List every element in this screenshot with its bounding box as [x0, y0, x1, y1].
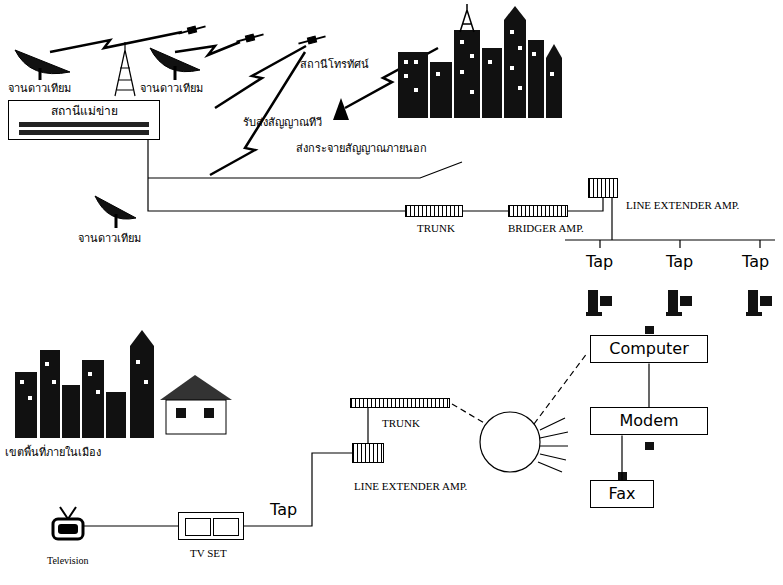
signal-label: รับส่งสัญญาณทีวี: [243, 116, 322, 129]
television-icon: Television: [52, 511, 84, 541]
broadcast-label: ส่งกระจายสัญญาณภายนอก: [296, 142, 427, 155]
node-label: สถานีแม่ข่าย: [19, 105, 149, 119]
dish-label: จานดาวเทียม: [8, 82, 71, 95]
cable-line: [648, 363, 649, 407]
satellite-dish: [95, 196, 136, 228]
subscriber-icon: [586, 290, 772, 316]
station-bar: [19, 130, 149, 135]
node-label: LINE EXTENDER AMP.: [353, 480, 468, 493]
city-windows: [404, 30, 554, 94]
cable-line: [568, 198, 603, 211]
station-label: สถานีโทรทัศน์: [300, 58, 369, 71]
node-label: BRIDGER AMP.: [507, 222, 585, 235]
node-label: Fax: [601, 485, 643, 503]
node-label: Computer: [601, 340, 697, 358]
city-windows: [20, 360, 148, 400]
head-end-station: สถานีแม่ข่าย: [8, 100, 160, 140]
node-label: TRUNK: [416, 222, 456, 235]
tap-label: Tap: [270, 500, 297, 519]
line-extender-amplifier: LINE EXTENDER AMP.: [352, 443, 384, 463]
node-label: LINE EXTENDER AMP.: [625, 199, 740, 212]
cable-line: [367, 408, 368, 443]
node-label: Modem: [601, 412, 697, 430]
house: [160, 375, 232, 434]
area-label: เขตพื้นที่ภายในเมือง: [5, 446, 101, 459]
feed-line: [148, 162, 462, 178]
tv-set-panel: [185, 518, 211, 536]
tap-label: Tap: [586, 252, 613, 271]
tap-bus: [565, 198, 775, 248]
dish-label: จานดาวเทียม: [140, 82, 203, 95]
trunk-amplifier: TRUNK: [350, 398, 450, 408]
modem-box: Modem: [590, 407, 708, 435]
tap-label: Tap: [742, 252, 769, 271]
trunk-amplifier: TRUNK: [405, 205, 463, 217]
bridger-amplifier: BRIDGER AMP.: [508, 205, 568, 217]
tap-label: Tap: [666, 252, 693, 271]
cable-line: [463, 210, 508, 211]
fax-box: Fax: [590, 480, 654, 508]
tv-set-box: TV SET: [178, 512, 244, 540]
computer-box: Computer: [590, 335, 708, 363]
cable-line: [621, 435, 622, 480]
city-skyline: [398, 6, 562, 118]
tv-set-panel: [213, 518, 239, 536]
tv-tower: [460, 4, 474, 32]
distribution-hub: [452, 352, 588, 472]
dish-label: จานดาวเทียม: [78, 232, 141, 245]
cable-line: [84, 525, 178, 526]
node-label: TV SET: [189, 547, 228, 560]
satellite: [178, 23, 327, 46]
transmitter: [333, 98, 349, 120]
antenna-tower: [115, 42, 135, 96]
node-label: TRUNK: [381, 417, 421, 430]
node-label: Television: [46, 555, 90, 567]
tv-outline: [52, 511, 84, 541]
satellite-dish: [15, 48, 200, 80]
station-bar: [19, 122, 149, 127]
cable-line: [244, 453, 352, 526]
city-skyline: [15, 330, 154, 438]
line-extender-amplifier: LINE EXTENDER AMP.: [588, 178, 618, 198]
